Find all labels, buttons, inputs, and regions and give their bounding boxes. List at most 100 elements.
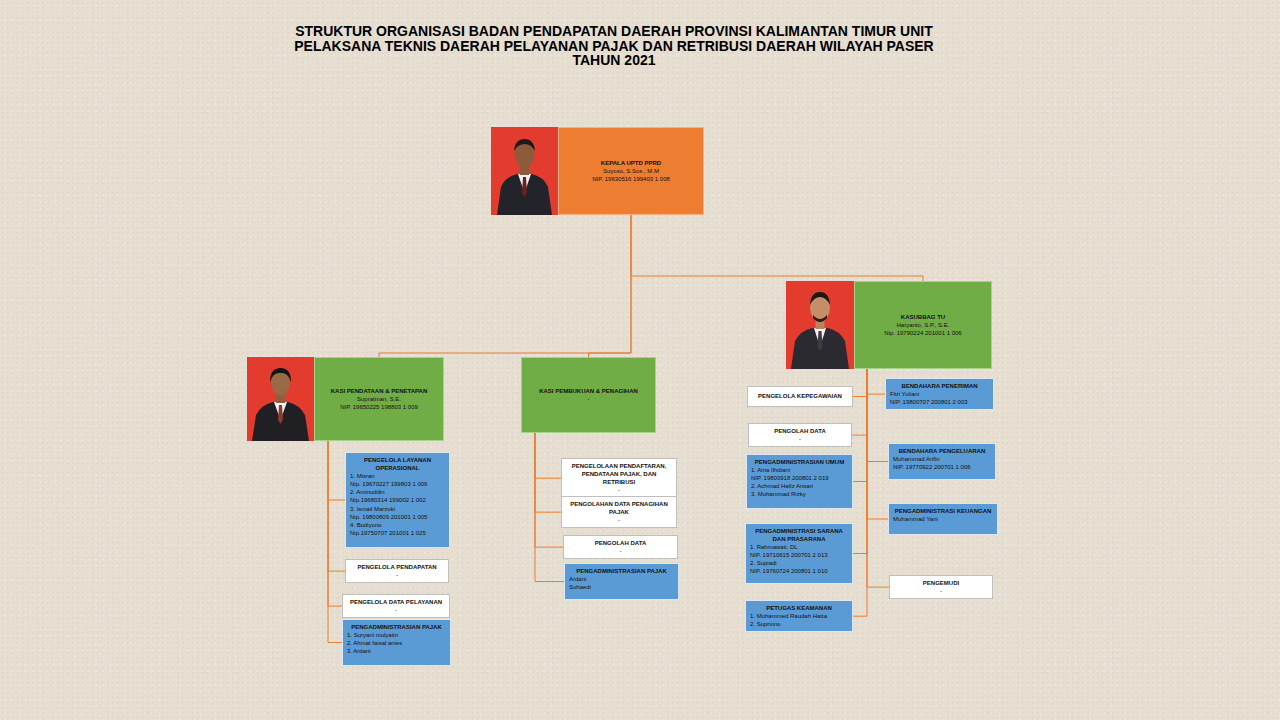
connector-line bbox=[535, 433, 561, 512]
box-heading: PENGADMINISTRASIAN UMUM bbox=[751, 458, 848, 466]
box-text: NIP. 19650225 198803 1 009 bbox=[319, 403, 439, 411]
box-text: 4. Budiyono bbox=[350, 521, 445, 529]
box-text: NIP. 19760724 200801 1 010 bbox=[750, 567, 848, 575]
connector-line bbox=[853, 369, 867, 397]
box-text: 2. Aminuddin bbox=[350, 488, 445, 496]
box-heading: PENGEMUDI bbox=[894, 579, 988, 587]
box-heading: BENDAHARA PENERIMAN bbox=[890, 382, 989, 390]
box-heading: PENGADMINISTRASIAN PAJAK bbox=[569, 567, 674, 575]
connector-line bbox=[589, 215, 632, 357]
box-heading: PENGELOLA DATA PELAYANAN bbox=[347, 598, 445, 606]
box-text: 1. Aina Ilhdiani bbox=[751, 466, 848, 474]
box-heading: KASI PENDATAAN & PENETAPAN bbox=[319, 387, 439, 395]
box-heading: PENGOLAH DATA bbox=[753, 427, 847, 435]
connector-line bbox=[328, 441, 342, 606]
box-text: 1. Misran bbox=[350, 472, 445, 480]
box-heading: PETUGAS KEAMANAN bbox=[750, 604, 848, 612]
org-box: PENGELOLA KEPEGAWAIAN bbox=[747, 386, 853, 407]
box-text: Nip.19750707 201001 1 025 bbox=[350, 529, 445, 537]
box-text: - bbox=[568, 547, 673, 555]
box-heading: PENGADMINISTRASIAN PAJAK bbox=[347, 623, 446, 631]
box-text: 1. Suryani mulyatin bbox=[347, 631, 446, 639]
box-text: NIP. 19770922 200701 1 006 bbox=[893, 463, 991, 471]
org-box: KEPALA UPTD PPRDSuyoso, S.Sos., M.MNIP. … bbox=[558, 127, 704, 215]
box-text: 2. Achmad Hafiz Ansari bbox=[751, 482, 848, 490]
box-heading: PENGADMINISTRASI SARANA DAN PRASARANA bbox=[750, 527, 848, 543]
org-box: PETUGAS KEAMANAN1. Mohammed Raudah Hatta… bbox=[745, 600, 853, 632]
box-text: 3. Muhammad Rizky bbox=[751, 490, 848, 498]
connector-line bbox=[328, 441, 345, 500]
box-heading: PENGADMINISTRASI KEUANGAN bbox=[893, 507, 993, 515]
box-heading: PENGELOLA PENDAPATAN bbox=[350, 563, 444, 571]
box-heading: PENGOLAHAN DATA PENAGIHAN PAJAK bbox=[566, 500, 672, 516]
connector-line bbox=[853, 369, 867, 554]
connector-line bbox=[852, 369, 867, 435]
org-box: KASUBBAG TUHaryanto, S.P., S.E.Nip. 1979… bbox=[854, 281, 992, 369]
box-text: Muhammad Yani bbox=[893, 515, 993, 523]
connector-line bbox=[535, 433, 563, 547]
box-text: 2. Ahmat faisal anies bbox=[347, 639, 446, 647]
box-text: 2. Supriono bbox=[750, 620, 848, 628]
box-text: Muhammad Arifin bbox=[893, 455, 991, 463]
org-box: PENGEMUDI- bbox=[889, 575, 993, 599]
org-box: PENGADMINISTRASIAN PAJAK1. Suryani mulya… bbox=[342, 619, 451, 666]
box-text: Fitri Yuliani bbox=[890, 390, 989, 398]
org-box: PENGOLAHAN DATA PENAGIHAN PAJAK- bbox=[561, 496, 677, 528]
portrait-photo bbox=[786, 281, 854, 369]
box-text: - bbox=[566, 516, 672, 524]
box-text: Ardani bbox=[569, 575, 674, 583]
org-box: KASI PEMBUKUAN & PENAGIHAN- bbox=[521, 357, 656, 433]
connector-line bbox=[631, 215, 923, 281]
box-text: - bbox=[894, 587, 988, 595]
box-text: 3. Ardani bbox=[347, 647, 446, 655]
portrait-photo bbox=[491, 127, 558, 215]
connector-line bbox=[328, 441, 345, 571]
box-text: Haryanto, S.P., S.E. bbox=[859, 321, 987, 329]
box-text: Nip. 19790224 201001 1 006 bbox=[859, 329, 987, 337]
box-heading: KASI PEMBUKUAN & PENAGIHAN bbox=[526, 387, 651, 395]
box-text: Nip. 19800809 201001 1 005 bbox=[350, 513, 445, 521]
connector-line bbox=[535, 433, 561, 478]
org-box: PENGADMINISTRASIAN PAJAKArdaniSuhaedi bbox=[564, 563, 679, 600]
box-heading: PENGELOLAAN PENDAFTARAN, PENDATAAN PAJAK… bbox=[566, 462, 672, 486]
org-box: PENGADMINISTRASIAN UMUM1. Aina IlhdianiN… bbox=[746, 454, 853, 509]
org-box: PENGELOLAAN PENDAFTARAN, PENDATAAN PAJAK… bbox=[561, 458, 677, 498]
box-heading: PENGOLAH DATA bbox=[568, 539, 673, 547]
org-box: BENDAHARA PENERIMANFitri YulianiNIP. 198… bbox=[885, 378, 994, 410]
chart-title: STRUKTUR ORGANISASI BADAN PENDAPATAN DAE… bbox=[274, 24, 954, 68]
box-text: - bbox=[526, 395, 651, 403]
box-text: 1. Rahmawati, DL bbox=[750, 543, 848, 551]
connector-line bbox=[535, 433, 564, 582]
org-box: PENGELOLA LAYANAN OPERASIONAL1. MisranNi… bbox=[345, 452, 450, 548]
box-text: NIP. 19800707 200801 2 003 bbox=[890, 398, 989, 406]
org-box: PENGADMINISTRASI KEUANGANMuhammad Yani bbox=[888, 503, 998, 535]
connector-line bbox=[379, 215, 631, 357]
box-text: - bbox=[753, 435, 847, 443]
box-heading: PENGELOLA KEPEGAWAIAN bbox=[752, 392, 848, 400]
box-heading: KASUBBAG TU bbox=[859, 313, 987, 321]
connector-line bbox=[867, 369, 885, 394]
box-text: NIP. 19800918 200801 2 019 bbox=[751, 474, 848, 482]
box-text: Suyoso, S.Sos., M.M bbox=[563, 167, 699, 175]
box-text: - bbox=[566, 486, 672, 494]
connector-line bbox=[853, 369, 867, 616]
org-box: KASI PENDATAAN & PENETAPANSupratman, S.E… bbox=[314, 357, 444, 441]
box-text: - bbox=[347, 606, 445, 614]
box-text: 2. Supiadi bbox=[750, 559, 848, 567]
box-text: Supratman, S.E. bbox=[319, 395, 439, 403]
portrait-photo bbox=[247, 357, 314, 441]
org-box: BENDAHARA PENGELUARANMuhammad ArifinNIP.… bbox=[888, 443, 996, 480]
box-text: NIP. 19630516 199403 1 008 bbox=[563, 175, 699, 183]
box-heading: BENDAHARA PENGELUARAN bbox=[893, 447, 991, 455]
box-text: NIP. 19710615 200701 2 013 bbox=[750, 551, 848, 559]
org-box: PENGOLAH DATA- bbox=[563, 535, 678, 559]
org-box: PENGELOLA PENDAPATAN- bbox=[345, 559, 449, 583]
box-text: 1. Mohammed Raudah Hatta bbox=[750, 612, 848, 620]
box-text: - bbox=[350, 571, 444, 579]
box-heading: PENGELOLA LAYANAN OPERASIONAL bbox=[350, 456, 445, 472]
box-text: 3. Ismail Marzuki bbox=[350, 505, 445, 513]
org-box: PENGOLAH DATA- bbox=[748, 423, 852, 447]
box-heading: KEPALA UPTD PPRD bbox=[563, 159, 699, 167]
box-text: Suhaedi bbox=[569, 583, 674, 591]
